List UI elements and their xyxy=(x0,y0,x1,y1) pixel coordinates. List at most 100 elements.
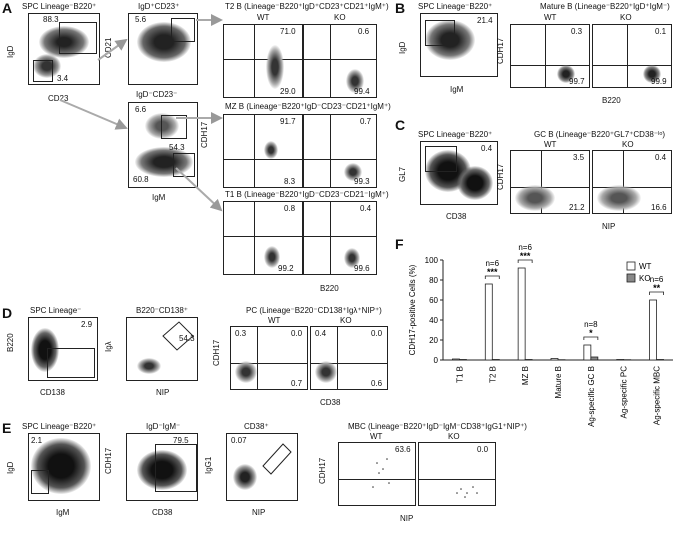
legend-swatch-wt xyxy=(626,261,636,271)
wt-label: WT xyxy=(544,13,557,22)
plot-e-wt: 63.6 xyxy=(338,442,416,506)
plot-a-cd21-igm-top: 5.6 xyxy=(128,13,198,85)
plot-e-ko: 0.0 xyxy=(418,442,496,506)
quadrant-value: 0.4 xyxy=(655,153,667,162)
legend-swatch-ko xyxy=(626,273,636,283)
axis-label-x: CD38 xyxy=(152,508,173,517)
x-tick-label: Ag-specific PC xyxy=(620,366,629,419)
plot-e-cdh17-cd38: 79.5 xyxy=(126,433,198,501)
quadrant-value: 0.7 xyxy=(360,117,372,126)
bar-ko xyxy=(590,356,599,361)
axis-label-x: CD23 xyxy=(48,94,69,103)
significance-stars: * xyxy=(589,328,593,338)
axis-label-x: CD138 xyxy=(40,388,65,397)
gate-value: 2.1 xyxy=(31,436,43,445)
y-tick-label: 20 xyxy=(429,336,438,345)
plot-c-gl7-cd38: 0.4 xyxy=(420,141,498,205)
quadrant-value: 3.5 xyxy=(573,153,585,162)
wt-label: WT xyxy=(257,13,270,22)
panel-a-mzb-title: MZ B (Lineage⁻B220⁺IgD⁻CD23⁻CD21⁺IgM⁺) xyxy=(225,102,391,111)
y-axis-label: CDH17-positive Cells (%) xyxy=(408,264,417,355)
axis-label-x: IgM xyxy=(152,193,166,202)
quadrant-value: 63.6 xyxy=(395,445,411,454)
axis-label-x: IgM xyxy=(56,508,70,517)
panel-letter-a: A xyxy=(2,0,13,16)
plot-d-ko: 0.4 0.0 0.6 xyxy=(310,326,388,390)
axis-label-y: IgD xyxy=(398,41,407,54)
quadrant-value: 0.1 xyxy=(655,27,667,36)
x-tick-label: MZ B xyxy=(521,366,530,385)
ko-label: KO xyxy=(448,432,460,441)
panel-letter-b: B xyxy=(395,0,406,16)
axis-label-x: NIP xyxy=(156,388,170,397)
plot-d-b220-cd138: 2.9 xyxy=(28,317,98,381)
panel-letter-c: C xyxy=(395,117,406,133)
significance-stars: *** xyxy=(520,251,531,261)
axis-label-x: IgM xyxy=(450,85,464,94)
panel-letter-e: E xyxy=(2,420,12,436)
plot-d-igl-nip: 54.3 xyxy=(126,317,198,381)
bar-ko xyxy=(459,359,467,361)
wt-label: WT xyxy=(268,316,281,325)
axis-label-y: CDH17 xyxy=(318,457,327,484)
axis-label-y: Igλ xyxy=(104,341,113,352)
y-tick-label: 100 xyxy=(425,256,439,265)
plot-a-mzb-wt: 91.7 8.3 xyxy=(223,114,303,188)
quadrant-value: 99.2 xyxy=(278,264,294,273)
x-tick-label: T2 B xyxy=(488,366,497,383)
plot-d-wt: 0.3 0.0 0.7 xyxy=(230,326,308,390)
gate-value: 2.9 xyxy=(81,320,93,329)
panel-letter-d: D xyxy=(2,305,13,321)
axis-label-y: CDH17 xyxy=(496,37,505,64)
quadrant-value: 71.0 xyxy=(280,27,296,36)
quadrant-value: 0.4 xyxy=(360,204,372,213)
quadrant-value: 99.6 xyxy=(354,264,370,273)
x-tick-label: Ag-specific MBC xyxy=(653,366,662,425)
significance-bracket xyxy=(649,291,664,295)
panel-b-mature-title: Mature B (Lineage⁻B220⁺IgD⁺IgM⁻) xyxy=(540,2,670,11)
gate-value: 6.6 xyxy=(135,105,147,114)
legend-label-ko: KO xyxy=(639,274,651,283)
axis-label-x: CD38 xyxy=(446,212,467,221)
axis-label-y: CDH17 xyxy=(104,447,113,474)
panel-d-spc-title: SPC Lineage⁻ xyxy=(30,306,82,315)
bar-ko xyxy=(524,359,533,361)
quadrant-value: 99.7 xyxy=(569,77,585,86)
ko-label: KO xyxy=(334,13,346,22)
panel-e-mbc-title: MBC (Lineage⁻B220⁺IgD⁻IgM⁻CD38⁺IgG1⁺NIP⁺… xyxy=(348,422,527,431)
panel-e-igdm-title: IgD⁻IgM⁻ xyxy=(146,422,181,431)
plot-e-igg1-nip: 0.07 xyxy=(226,433,298,501)
quadrant-value: 8.3 xyxy=(284,177,296,186)
wt-label: WT xyxy=(544,140,557,149)
y-tick-label: 40 xyxy=(429,316,438,325)
n-label: n=6 xyxy=(518,243,532,252)
wt-label: WT xyxy=(370,432,383,441)
panel-a-t1b-title: T1 B (Lineage⁻B220⁺IgD⁻CD23⁻CD21⁻IgM⁺) xyxy=(225,190,389,199)
panel-a-igd-cd23neg-title: IgD⁻CD23⁻ xyxy=(136,90,178,99)
n-label: n=8 xyxy=(584,320,598,329)
panel-d-pc-title: PC (Lineage⁻B220⁻CD138⁺Igλ⁺NIP⁺) xyxy=(246,306,382,315)
quadrant-value: 0.0 xyxy=(291,329,303,338)
axis-label-x: NIP xyxy=(602,222,616,231)
axis-label-y: GL7 xyxy=(398,166,407,182)
axis-label-y: CDH17 xyxy=(496,163,505,190)
axis-label-y: IgD xyxy=(6,461,15,474)
axis-label-y: CDH17 xyxy=(212,339,221,366)
panel-c-gcb-title: GC B (Lineage⁻B220⁺GL7⁺CD38⁻ˡᵒ) xyxy=(534,130,666,139)
axis-label-x: CD38 xyxy=(320,398,341,407)
gate-value: 21.4 xyxy=(477,16,493,25)
plot-a-igd-cd23: 88.3 3.4 xyxy=(28,13,100,85)
plot-b-wt: 0.3 99.7 xyxy=(510,24,590,88)
bar-wt xyxy=(616,359,625,361)
bar-ko xyxy=(656,359,664,361)
quadrant-value: 0.7 xyxy=(291,379,303,388)
quadrant-value: 0.0 xyxy=(371,329,383,338)
quadrant-value: 99.3 xyxy=(354,177,370,186)
plot-b-igd-igm: 21.4 xyxy=(420,13,498,77)
bar-wt xyxy=(550,358,559,361)
y-tick-label: 60 xyxy=(429,296,438,305)
quadrant-value: 0.4 xyxy=(315,329,327,338)
panel-letter-f: F xyxy=(395,236,404,252)
quadrant-value: 91.7 xyxy=(280,117,296,126)
